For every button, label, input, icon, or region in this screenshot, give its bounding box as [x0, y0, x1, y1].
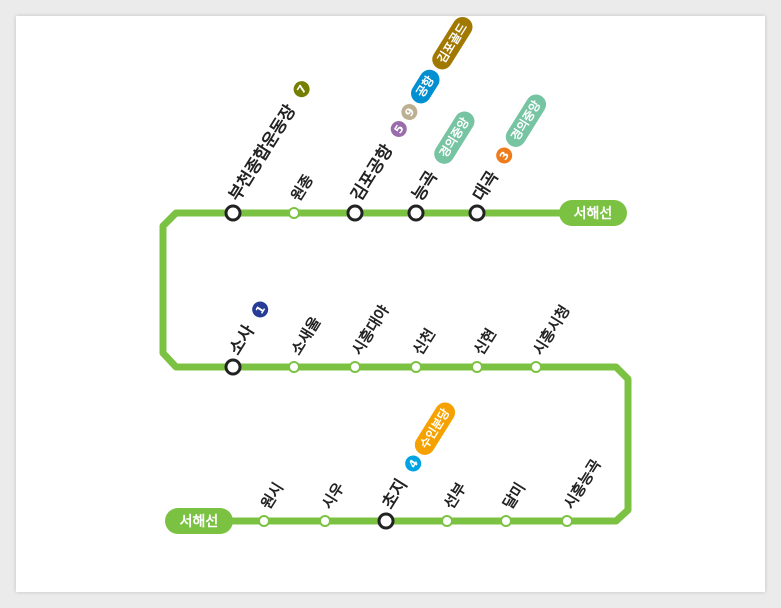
station-name: 시우	[318, 479, 348, 512]
station-marker	[410, 361, 422, 373]
station-marker	[288, 361, 300, 373]
station-name: 초지	[378, 476, 412, 513]
station-label-group: 달미	[499, 479, 529, 512]
station-label-group: 시흥능곡	[560, 456, 605, 513]
station-name: 신현	[470, 325, 500, 358]
station-marker	[471, 361, 483, 373]
station-name: 달미	[499, 479, 529, 512]
station-label-group: 시우	[318, 479, 348, 512]
station-17[interactable]: 시흥능곡	[560, 456, 605, 527]
station-6[interactable]: 소사1	[224, 298, 273, 376]
station-marker	[500, 515, 512, 527]
station-label-group: 원종	[287, 171, 317, 204]
station-label-group: 신천	[409, 325, 439, 358]
station-name: 능곡	[408, 167, 442, 204]
station-name: 원종	[287, 171, 317, 204]
station-name: 시흥시청	[529, 302, 574, 358]
transfer-pill	[414, 402, 456, 455]
line-3-badge	[496, 147, 513, 164]
line-7-badge	[293, 81, 310, 98]
terminal-badge-top: 서해선	[559, 200, 627, 226]
station-marker	[288, 207, 300, 219]
station-label-group: 시흥시청	[529, 302, 574, 358]
line-5-badge	[390, 120, 407, 137]
station-name: 대곡	[469, 167, 503, 204]
transfer-pill	[411, 69, 440, 104]
station-label-group: 소사1	[225, 301, 269, 359]
station-name: 시흥대야	[348, 302, 393, 359]
terminal-badge-bottom-bg	[165, 508, 233, 534]
terminal-badge-bottom: 서해선	[165, 508, 233, 534]
station-name: 소새울	[287, 313, 324, 358]
station-marker	[258, 515, 270, 527]
station-marker	[349, 361, 361, 373]
transfer-station-marker	[224, 358, 242, 376]
station-marker	[561, 515, 573, 527]
transfer-station-marker	[468, 204, 486, 222]
station-name: 선부	[440, 479, 470, 512]
transfer-pill	[505, 94, 547, 147]
terminal-badge-top-bg	[559, 200, 627, 226]
station-name: 원시	[257, 479, 287, 512]
transfer-station-marker	[407, 204, 425, 222]
station-8[interactable]: 시흥대야	[348, 302, 393, 373]
transfer-pill	[432, 16, 473, 70]
transfer-pill	[434, 111, 475, 164]
station-name: 시흥능곡	[560, 456, 605, 513]
station-7[interactable]: 소새울	[287, 313, 325, 373]
station-label-group: 신현	[470, 325, 500, 358]
station-name: 부천종합운동장	[225, 101, 301, 205]
station-marker	[530, 361, 542, 373]
station-11[interactable]: 시흥시청	[529, 302, 574, 373]
transfer-station-marker	[224, 204, 242, 222]
station-label-group: 시흥대야	[348, 302, 393, 359]
station-name: 김포공항	[347, 140, 398, 204]
line-4-badge	[405, 455, 422, 472]
station-marker	[441, 515, 453, 527]
station-name: 소사	[225, 321, 259, 358]
station-label-group: 원시	[257, 479, 287, 512]
terminal-label-top: 서해선	[574, 206, 613, 222]
transfer-station-marker	[346, 204, 364, 222]
line-9-badge	[401, 104, 418, 121]
terminal-label-bottom: 서해선	[180, 514, 219, 530]
station-marker	[319, 515, 331, 527]
station-name: 신천	[409, 325, 439, 358]
route-line	[159, 209, 632, 525]
transfer-station-marker	[377, 512, 395, 530]
line-1-badge	[252, 301, 269, 318]
station-label-group: 소새울	[287, 313, 324, 358]
station-label-group: 선부	[440, 479, 470, 512]
